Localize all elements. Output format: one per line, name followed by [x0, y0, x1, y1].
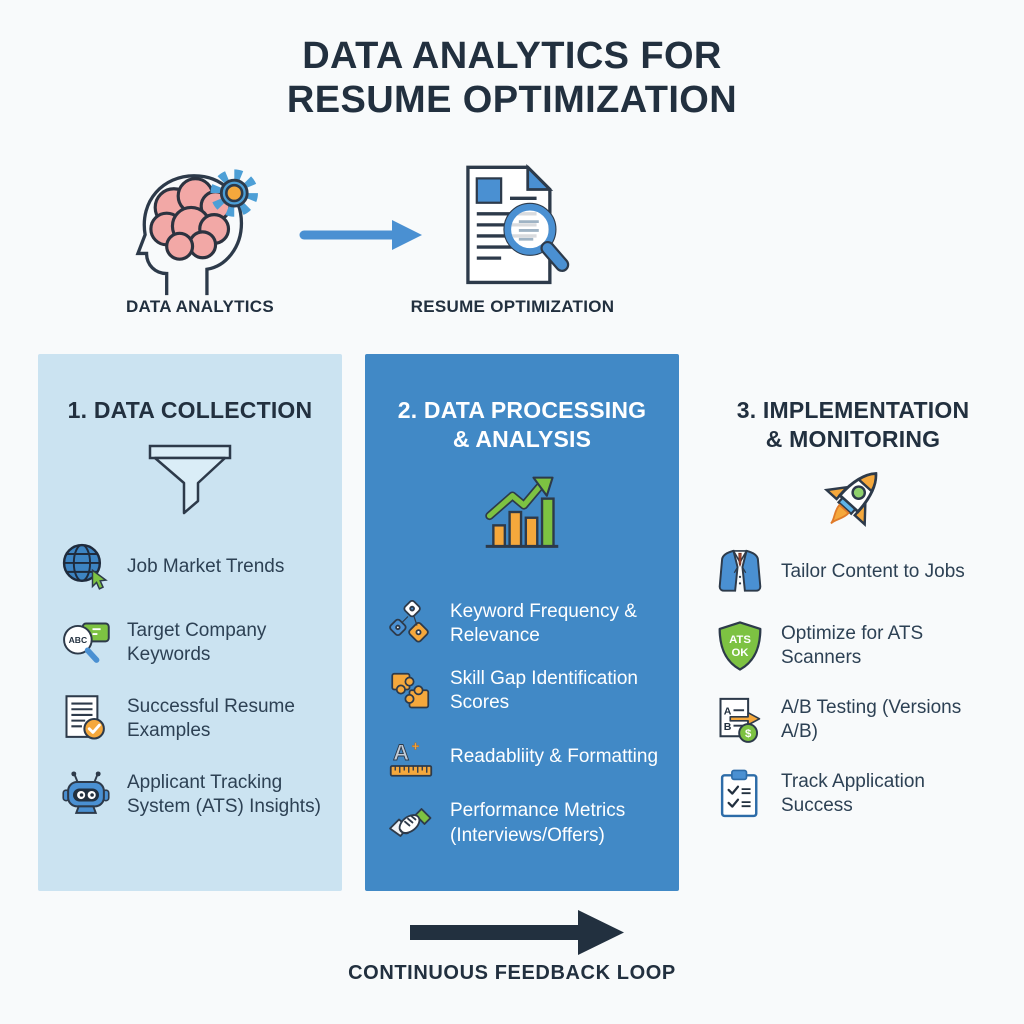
list-item: Skill Gap Identification Scores [387, 667, 665, 716]
resume-check-icon [60, 693, 112, 745]
list-item: Performance Metrics (Interviews/Offers) [387, 799, 665, 848]
data-analytics-label: DATA ANALYTICS [125, 297, 275, 316]
page-title-line2: RESUME OPTIMIZATION [286, 79, 738, 122]
list-item: A + Readabliity & Formatting [387, 733, 665, 781]
ats-shield-icon: ATS OK [714, 620, 766, 672]
puzzle-icon [387, 667, 435, 715]
right-arrow-icon [298, 212, 426, 263]
column-1-items: Job Market Trends ABC Target Company Key… [38, 541, 342, 821]
page-title: DATA ANALYTICS FOR RESUME OPTIMIZATION [0, 34, 1024, 123]
column-2-items: Keyword Frequency & Relevance Skill Gap … [365, 600, 679, 848]
list-item: Successful Resume Examples [60, 693, 328, 745]
brain-gear-icon [118, 160, 270, 298]
item-text: Job Market Trends [127, 555, 285, 577]
page-title-line1: DATA ANALYTICS FOR [302, 35, 722, 77]
panel-implementation: 3. IMPLEMENTATION & MONITORING [692, 354, 1014, 891]
handshake-icon [387, 800, 435, 848]
robot-icon [60, 769, 112, 821]
column-3-title: 3. IMPLEMENTATION & MONITORING [736, 397, 970, 452]
list-item: Track Application Success [714, 768, 1000, 820]
svg-text:ATS: ATS [729, 634, 751, 646]
keyword-search-icon: ABC [60, 617, 112, 669]
svg-text:A: A [393, 740, 409, 765]
svg-text:ABC: ABC [69, 635, 87, 645]
panel-data-processing: 2. DATA PROCESSING & ANALYSIS [365, 354, 679, 891]
rocket-icon [692, 460, 1014, 538]
item-text: Successful Resume Examples [127, 695, 295, 741]
svg-text:A: A [724, 705, 732, 717]
column-3-items: Tailor Content to Jobs ATS OK Optimize f… [692, 546, 1014, 820]
blazer-icon [714, 546, 766, 598]
svg-text:+: + [412, 738, 419, 753]
resume-magnifier-icon [448, 158, 572, 294]
funnel-icon [38, 439, 342, 519]
item-text: Skill Gap Identification Scores [450, 667, 638, 713]
clipboard-check-icon [714, 768, 766, 820]
svg-text:B: B [724, 721, 732, 733]
panel-data-collection: 1. DATA COLLECTION Job Market Trends [38, 354, 342, 891]
column-1-title: 1. DATA COLLECTION [67, 397, 313, 423]
item-text: Readabliity & Formatting [450, 746, 659, 768]
grade-ruler-icon: A + [387, 733, 435, 781]
list-item: Job Market Trends [60, 541, 328, 593]
item-text: Tailor Content to Jobs [781, 560, 965, 582]
column-2-title: 2. DATA PROCESSING & ANALYSIS [397, 397, 647, 452]
item-text: Track Application Success [781, 770, 925, 816]
list-item: Applicant Tracking System (ATS) Insights… [60, 769, 328, 821]
ab-testing-icon: A B $ [714, 694, 766, 746]
item-text: Applicant Tracking System (ATS) Insights… [127, 771, 321, 817]
item-text: A/B Testing (Versions A/B) [781, 696, 962, 742]
resume-optimization-label: RESUME OPTIMIZATION [410, 297, 615, 316]
list-item: ATS OK Optimize for ATS Scanners [714, 620, 1000, 672]
item-text: Target Company Keywords [127, 619, 267, 665]
feedback-arrow-icon [408, 906, 626, 963]
svg-text:OK: OK [731, 647, 749, 659]
list-item: Tailor Content to Jobs [714, 546, 1000, 598]
item-text: Optimize for ATS Scanners [781, 622, 924, 668]
tags-icon [387, 600, 435, 648]
growth-chart-icon [365, 470, 679, 554]
svg-text:$: $ [745, 728, 752, 740]
list-item: ABC Target Company Keywords [60, 617, 328, 669]
globe-cursor-icon [60, 541, 112, 593]
item-text: Performance Metrics (Interviews/Offers) [450, 800, 626, 846]
list-item: Keyword Frequency & Relevance [387, 600, 665, 649]
item-text: Keyword Frequency & Relevance [450, 600, 637, 647]
list-item: A B $ A/B Testing (Versions A/B) [714, 694, 1000, 746]
continuous-feedback-loop-label: CONTINUOUS FEEDBACK LOOP [348, 962, 676, 984]
